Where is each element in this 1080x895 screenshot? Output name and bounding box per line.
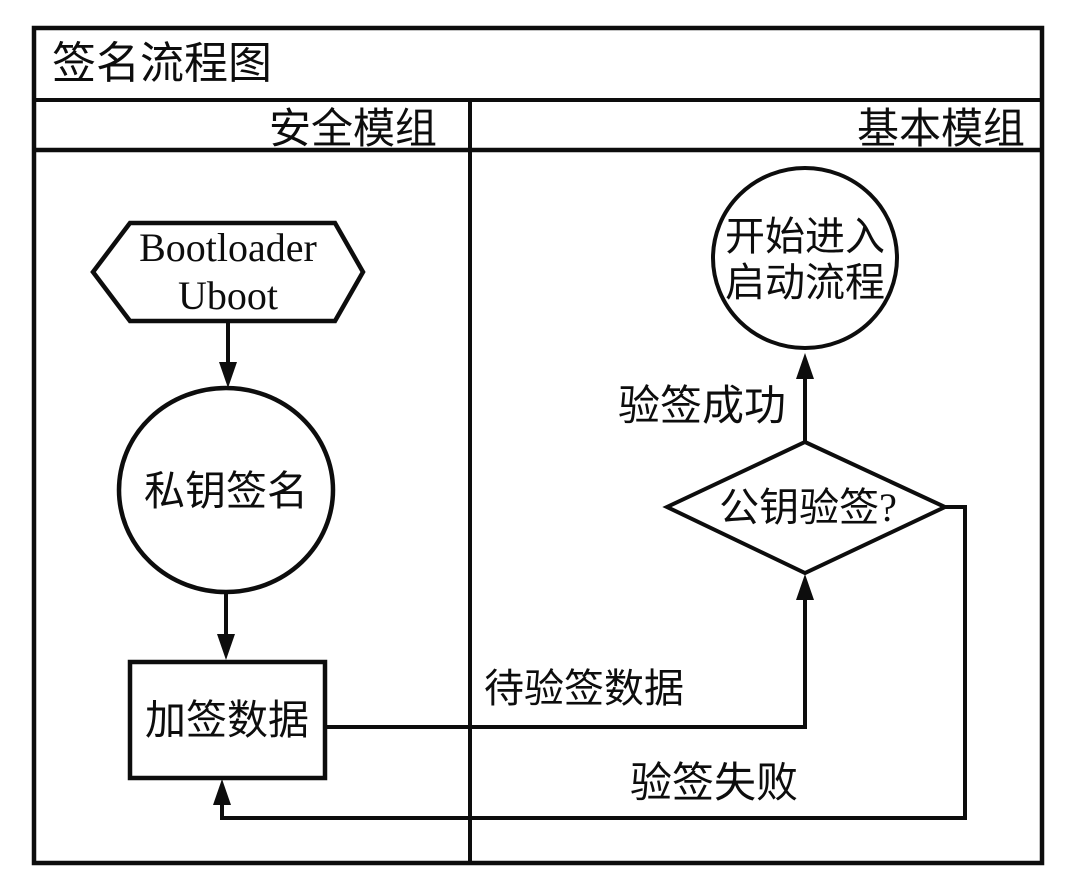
start-boot-label-line2: 启动流程: [725, 260, 885, 305]
edge-label-data-to-verify: 待验签数据: [484, 666, 684, 711]
signed-data-label: 加签数据: [145, 697, 309, 743]
connector-data-to-verify: [325, 598, 807, 729]
signed-data-rect: [127, 659, 328, 781]
private-key-sign-label: 私钥签名: [144, 468, 308, 514]
public-key-verify-diamond: [662, 439, 950, 576]
bootloader-label-line2: Uboot: [178, 273, 278, 318]
arrowhead-verify-to-boot: [796, 353, 814, 379]
lane-header-security: 安全模组: [269, 106, 437, 153]
outer-border: [31, 25, 1045, 866]
bootloader-hexagon: [90, 220, 366, 324]
arrowhead-sign-to-data: [217, 634, 235, 660]
arrowhead-verify-fail: [213, 779, 231, 805]
connector-verify-fail: [220, 505, 967, 820]
arrowhead-data-to-verify: [796, 574, 814, 600]
public-key-verify-label: 公钥验签?: [719, 485, 897, 530]
lane-header-basic: 基本模组: [857, 107, 1025, 153]
page-title: 签名流程图: [52, 39, 272, 88]
start-boot-label-line1: 开始进入: [725, 214, 885, 259]
edge-label-verify-success: 验签成功: [618, 383, 786, 430]
edge-label-verify-fail: 验签失败: [630, 760, 798, 807]
start-boot-circle: [711, 166, 899, 350]
bootloader-label-line1: Bootloader: [139, 225, 317, 270]
arrowhead-bootloader-to-sign: [219, 362, 237, 388]
